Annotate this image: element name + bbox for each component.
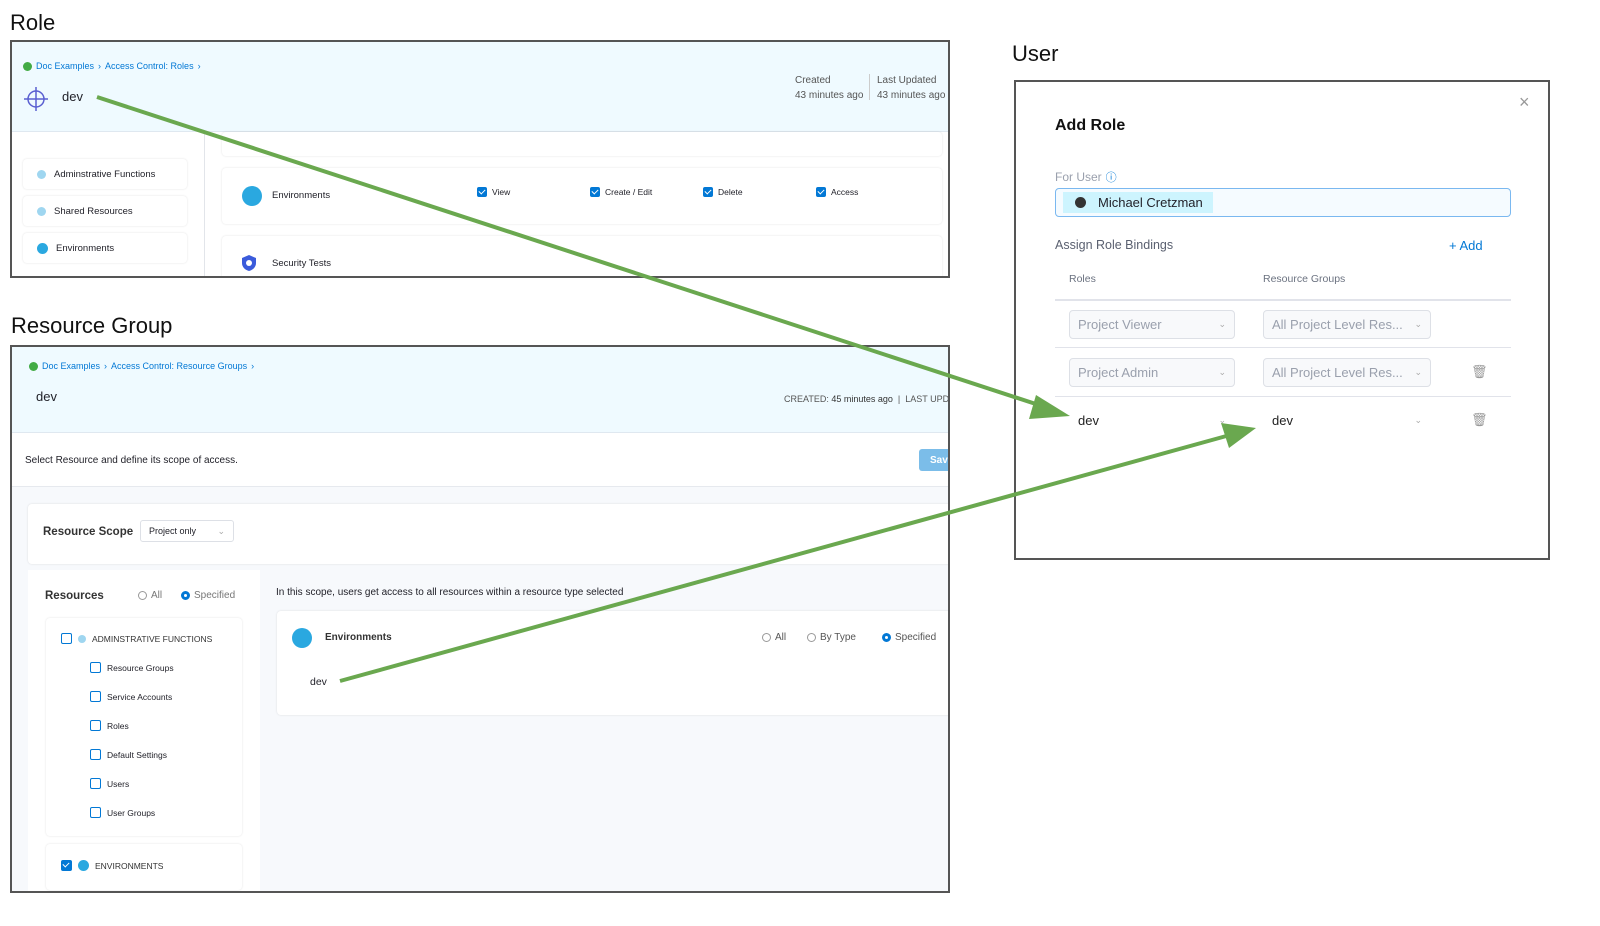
breadcrumb-link[interactable]: Doc Examples bbox=[36, 61, 95, 71]
admin-functions-checkbox[interactable]: ADMINSTRATIVE FUNCTIONS bbox=[61, 633, 212, 644]
user-label: User bbox=[1012, 41, 1059, 66]
radio-specified[interactable]: Specified bbox=[181, 590, 235, 601]
save-button[interactable]: Save bbox=[919, 449, 948, 471]
resource-group-label: Resource Group bbox=[11, 313, 173, 338]
role-dropdown[interactable]: Project Viewer⌄ bbox=[1069, 310, 1235, 339]
shield-icon bbox=[242, 255, 256, 271]
environments-checkbox[interactable]: ENVIRONMENTS bbox=[61, 860, 163, 871]
scope-note: In this scope, users get access to all r… bbox=[276, 587, 624, 598]
add-binding-button[interactable]: + Add bbox=[1449, 238, 1483, 253]
rg-header: Doc Examples› Access Control: Resource G… bbox=[12, 347, 950, 433]
radio-all[interactable]: All bbox=[138, 590, 162, 601]
user-input[interactable]: Michael Cretzman bbox=[1055, 188, 1511, 217]
environment-icon bbox=[242, 186, 262, 206]
service-accounts-checkbox[interactable]: Service Accounts bbox=[90, 691, 172, 702]
radio-specified[interactable]: Specified bbox=[882, 632, 936, 643]
user-chip[interactable]: Michael Cretzman bbox=[1063, 192, 1213, 213]
resource-groups-checkbox[interactable]: Resource Groups bbox=[90, 662, 174, 673]
roles-checkbox[interactable]: Roles bbox=[90, 720, 129, 731]
selected-environment: dev bbox=[310, 676, 327, 688]
users-checkbox[interactable]: Users bbox=[90, 778, 129, 789]
resources-panel: Resources All Specified ADMINSTRATIVE FU… bbox=[28, 570, 260, 891]
breadcrumb-link[interactable]: Access Control: Roles bbox=[105, 61, 194, 71]
sidebar-item-admin[interactable]: Adminstrative Functions bbox=[23, 159, 187, 189]
trash-icon[interactable]: 🗑 bbox=[1471, 364, 1488, 379]
sidebar-item-shared[interactable]: Shared Resources bbox=[23, 196, 187, 226]
role-dropdown[interactable]: Project Admin⌄ bbox=[1069, 358, 1235, 387]
environments-group: ENVIRONMENTS bbox=[46, 844, 242, 890]
environments-card: Environments All By Type Specified dev bbox=[277, 611, 948, 715]
role-label: Role bbox=[10, 10, 56, 35]
role-dropdown[interactable]: dev⌄ bbox=[1078, 413, 1226, 428]
access-checkbox[interactable]: Access bbox=[816, 187, 858, 197]
role-title: dev bbox=[62, 89, 83, 104]
project-icon bbox=[29, 361, 38, 371]
created-info: CREATED: 45 minutes ago | LAST UPD bbox=[784, 394, 950, 404]
breadcrumb-link[interactable]: Access Control: Resource Groups bbox=[111, 361, 248, 371]
environments-permissions: Environments View Create / Edit Delete A… bbox=[222, 168, 942, 224]
resource-group-dropdown[interactable]: dev⌄ bbox=[1272, 413, 1422, 428]
resource-group-dropdown[interactable]: All Project Level Res...⌄ bbox=[1263, 358, 1431, 387]
view-checkbox[interactable]: View bbox=[477, 187, 510, 197]
security-tests-row: Security Tests bbox=[222, 236, 942, 276]
role-panel: Doc Examples› Access Control: Roles› dev… bbox=[10, 40, 950, 278]
instruction-text: Select Resource and define its scope of … bbox=[25, 455, 238, 466]
dialog-title: Add Role bbox=[1055, 117, 1126, 134]
resource-group-panel: Doc Examples› Access Control: Resource G… bbox=[10, 345, 950, 893]
radio-by-type[interactable]: By Type bbox=[807, 632, 856, 643]
info-icon: ⓘ bbox=[1105, 172, 1117, 184]
role-header: Doc Examples› Access Control: Roles› dev… bbox=[12, 42, 948, 132]
admin-functions-group: ADMINSTRATIVE FUNCTIONS Resource Groups … bbox=[46, 618, 242, 836]
create-edit-checkbox[interactable]: Create / Edit bbox=[590, 187, 652, 197]
breadcrumb: Doc Examples› Access Control: Resource G… bbox=[29, 361, 254, 371]
user-groups-checkbox[interactable]: User Groups bbox=[90, 807, 155, 818]
default-settings-checkbox[interactable]: Default Settings bbox=[90, 749, 167, 760]
close-icon[interactable]: × bbox=[1519, 92, 1530, 112]
delete-checkbox[interactable]: Delete bbox=[703, 187, 743, 197]
project-icon bbox=[23, 61, 32, 71]
breadcrumb: Doc Examples› Access Control: Roles› bbox=[23, 61, 201, 71]
sidebar-item-environments[interactable]: Environments bbox=[23, 233, 187, 263]
resource-scope-dropdown[interactable]: Project only⌄ bbox=[140, 520, 234, 542]
radio-all[interactable]: All bbox=[762, 632, 786, 643]
environment-icon bbox=[292, 628, 312, 648]
role-crosshair-icon bbox=[24, 87, 48, 111]
rg-title: dev bbox=[36, 389, 57, 404]
resource-group-dropdown[interactable]: All Project Level Res...⌄ bbox=[1263, 310, 1431, 339]
breadcrumb-link[interactable]: Doc Examples bbox=[42, 361, 101, 371]
trash-icon[interactable]: 🗑 bbox=[1471, 412, 1488, 427]
avatar bbox=[1075, 197, 1086, 208]
